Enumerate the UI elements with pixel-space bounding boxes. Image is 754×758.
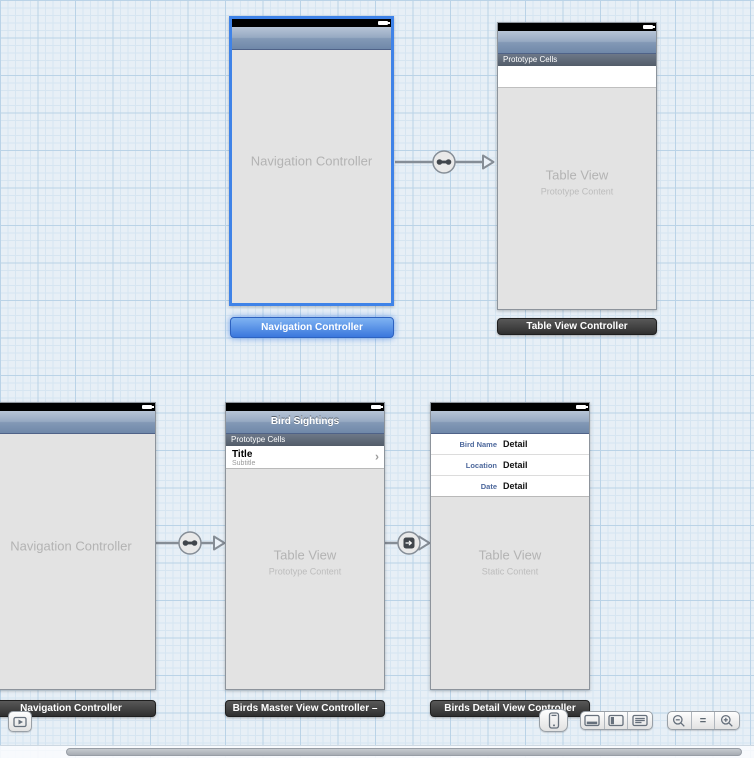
- scene-placeholder: Table View Prototype Content: [498, 168, 656, 197]
- status-bar: [431, 403, 589, 411]
- nav-bar: [232, 27, 391, 50]
- cell-label: Date: [480, 481, 497, 491]
- scene-navigation-controller-top[interactable]: Navigation Controller: [229, 16, 394, 306]
- zoom-reset-button[interactable]: =: [692, 712, 716, 729]
- scene-birds-master-view-controller[interactable]: Bird Sightings Prototype Cells Title Sub…: [225, 402, 385, 690]
- placeholder-subtitle: Prototype Content: [540, 186, 614, 197]
- segue-push[interactable]: [382, 529, 432, 557]
- battery-icon: [643, 25, 655, 29]
- zoom-button-group: =: [667, 711, 740, 730]
- placeholder-subtitle: Prototype Content: [268, 566, 342, 577]
- cell-label: Bird Name: [459, 439, 497, 449]
- cell-value: Detail: [503, 460, 528, 470]
- battery-icon: [371, 405, 383, 409]
- segue-root-relationship[interactable]: [393, 148, 497, 176]
- nav-bar: [0, 411, 155, 434]
- panel-toggle-right-button[interactable]: [628, 712, 652, 729]
- scene-navigation-controller-bottom[interactable]: Navigation Controller: [0, 402, 156, 690]
- panel-window-icon: [584, 714, 600, 727]
- prototype-cell-title-subtitle[interactable]: Title Subtitle ›: [226, 446, 384, 469]
- scene-dock-label-navigation-controller-top[interactable]: Navigation Controller: [230, 317, 394, 338]
- scene-placeholder: Table View Prototype Content: [226, 548, 384, 577]
- editor-panel-button-group: [580, 711, 653, 730]
- nav-bar: Bird Sightings: [226, 411, 384, 434]
- cell-subtitle: Subtitle: [232, 460, 256, 467]
- prototype-cell[interactable]: [498, 66, 656, 88]
- scene-placeholder: Navigation Controller: [232, 154, 391, 169]
- segue-arrowhead-icon: [482, 154, 495, 170]
- placeholder-title: Navigation Controller: [10, 538, 132, 554]
- scene-dock-label-birds-master[interactable]: Birds Master View Controller –: [225, 700, 385, 717]
- scene-table-view-controller[interactable]: Prototype Cells Table View Prototype Con…: [497, 22, 657, 310]
- status-bar: [0, 403, 155, 411]
- static-cell-bird-name[interactable]: Bird Name Detail: [431, 434, 589, 455]
- iphone-icon: [548, 712, 559, 729]
- scene-placeholder: Navigation Controller: [0, 539, 155, 554]
- cell-value: Detail: [503, 481, 528, 491]
- horizontal-scrollbar-thumb[interactable]: [66, 748, 742, 756]
- cell-value: Detail: [503, 439, 528, 449]
- placeholder-title: Table View: [273, 547, 337, 563]
- placeholder-title: Table View: [545, 167, 609, 183]
- segue-root-relationship-bottom[interactable]: [152, 529, 228, 557]
- scene-birds-detail-view-controller[interactable]: Bird Name Detail Location Detail Date De…: [430, 402, 590, 690]
- placeholder-subtitle: Static Content: [481, 566, 539, 577]
- status-bar: [498, 23, 656, 31]
- scene-dock-label-navigation-controller-bottom[interactable]: Navigation Controller: [0, 700, 156, 717]
- zoom-in-button[interactable]: [715, 712, 739, 729]
- placeholder-title: Table View: [478, 547, 542, 563]
- segue-arrowhead-icon: [213, 535, 226, 551]
- static-cell-location[interactable]: Location Detail: [431, 455, 589, 476]
- device-toggle-button[interactable]: [539, 709, 568, 732]
- magnifier-minus-icon: [673, 714, 686, 727]
- scene-dock-label-table-view-controller[interactable]: Table View Controller: [497, 318, 657, 335]
- horizontal-scrollbar-track[interactable]: [0, 745, 754, 758]
- status-bar: [226, 403, 384, 411]
- battery-icon: [142, 405, 154, 409]
- cell-title: Title: [232, 449, 253, 460]
- zoom-out-button[interactable]: [668, 712, 692, 729]
- magnifier-plus-icon: [721, 714, 733, 727]
- prototype-cells-banner: Prototype Cells: [226, 434, 384, 446]
- expand-document-outline-icon: [13, 716, 27, 727]
- nav-bar: [431, 411, 589, 434]
- document-outline-toggle-button[interactable]: [8, 711, 32, 732]
- placeholder-title: Navigation Controller: [250, 153, 373, 169]
- panel-notes-icon: [632, 714, 648, 727]
- static-cell-date[interactable]: Date Detail: [431, 476, 589, 497]
- panel-window-icon: [608, 714, 624, 727]
- scene-placeholder: Table View Static Content: [431, 548, 589, 577]
- zoom-reset-label: =: [699, 714, 707, 727]
- panel-toggle-left-button[interactable]: [581, 712, 605, 729]
- status-bar: [232, 19, 391, 27]
- disclosure-chevron-icon: ›: [375, 449, 379, 464]
- battery-icon: [378, 21, 390, 25]
- cell-label: Location: [465, 460, 497, 470]
- battery-icon: [576, 405, 588, 409]
- prototype-cells-banner: Prototype Cells: [498, 54, 656, 66]
- nav-bar: [498, 31, 656, 54]
- panel-toggle-middle-button[interactable]: [605, 712, 629, 729]
- nav-bar-title: Bird Sightings: [270, 416, 340, 427]
